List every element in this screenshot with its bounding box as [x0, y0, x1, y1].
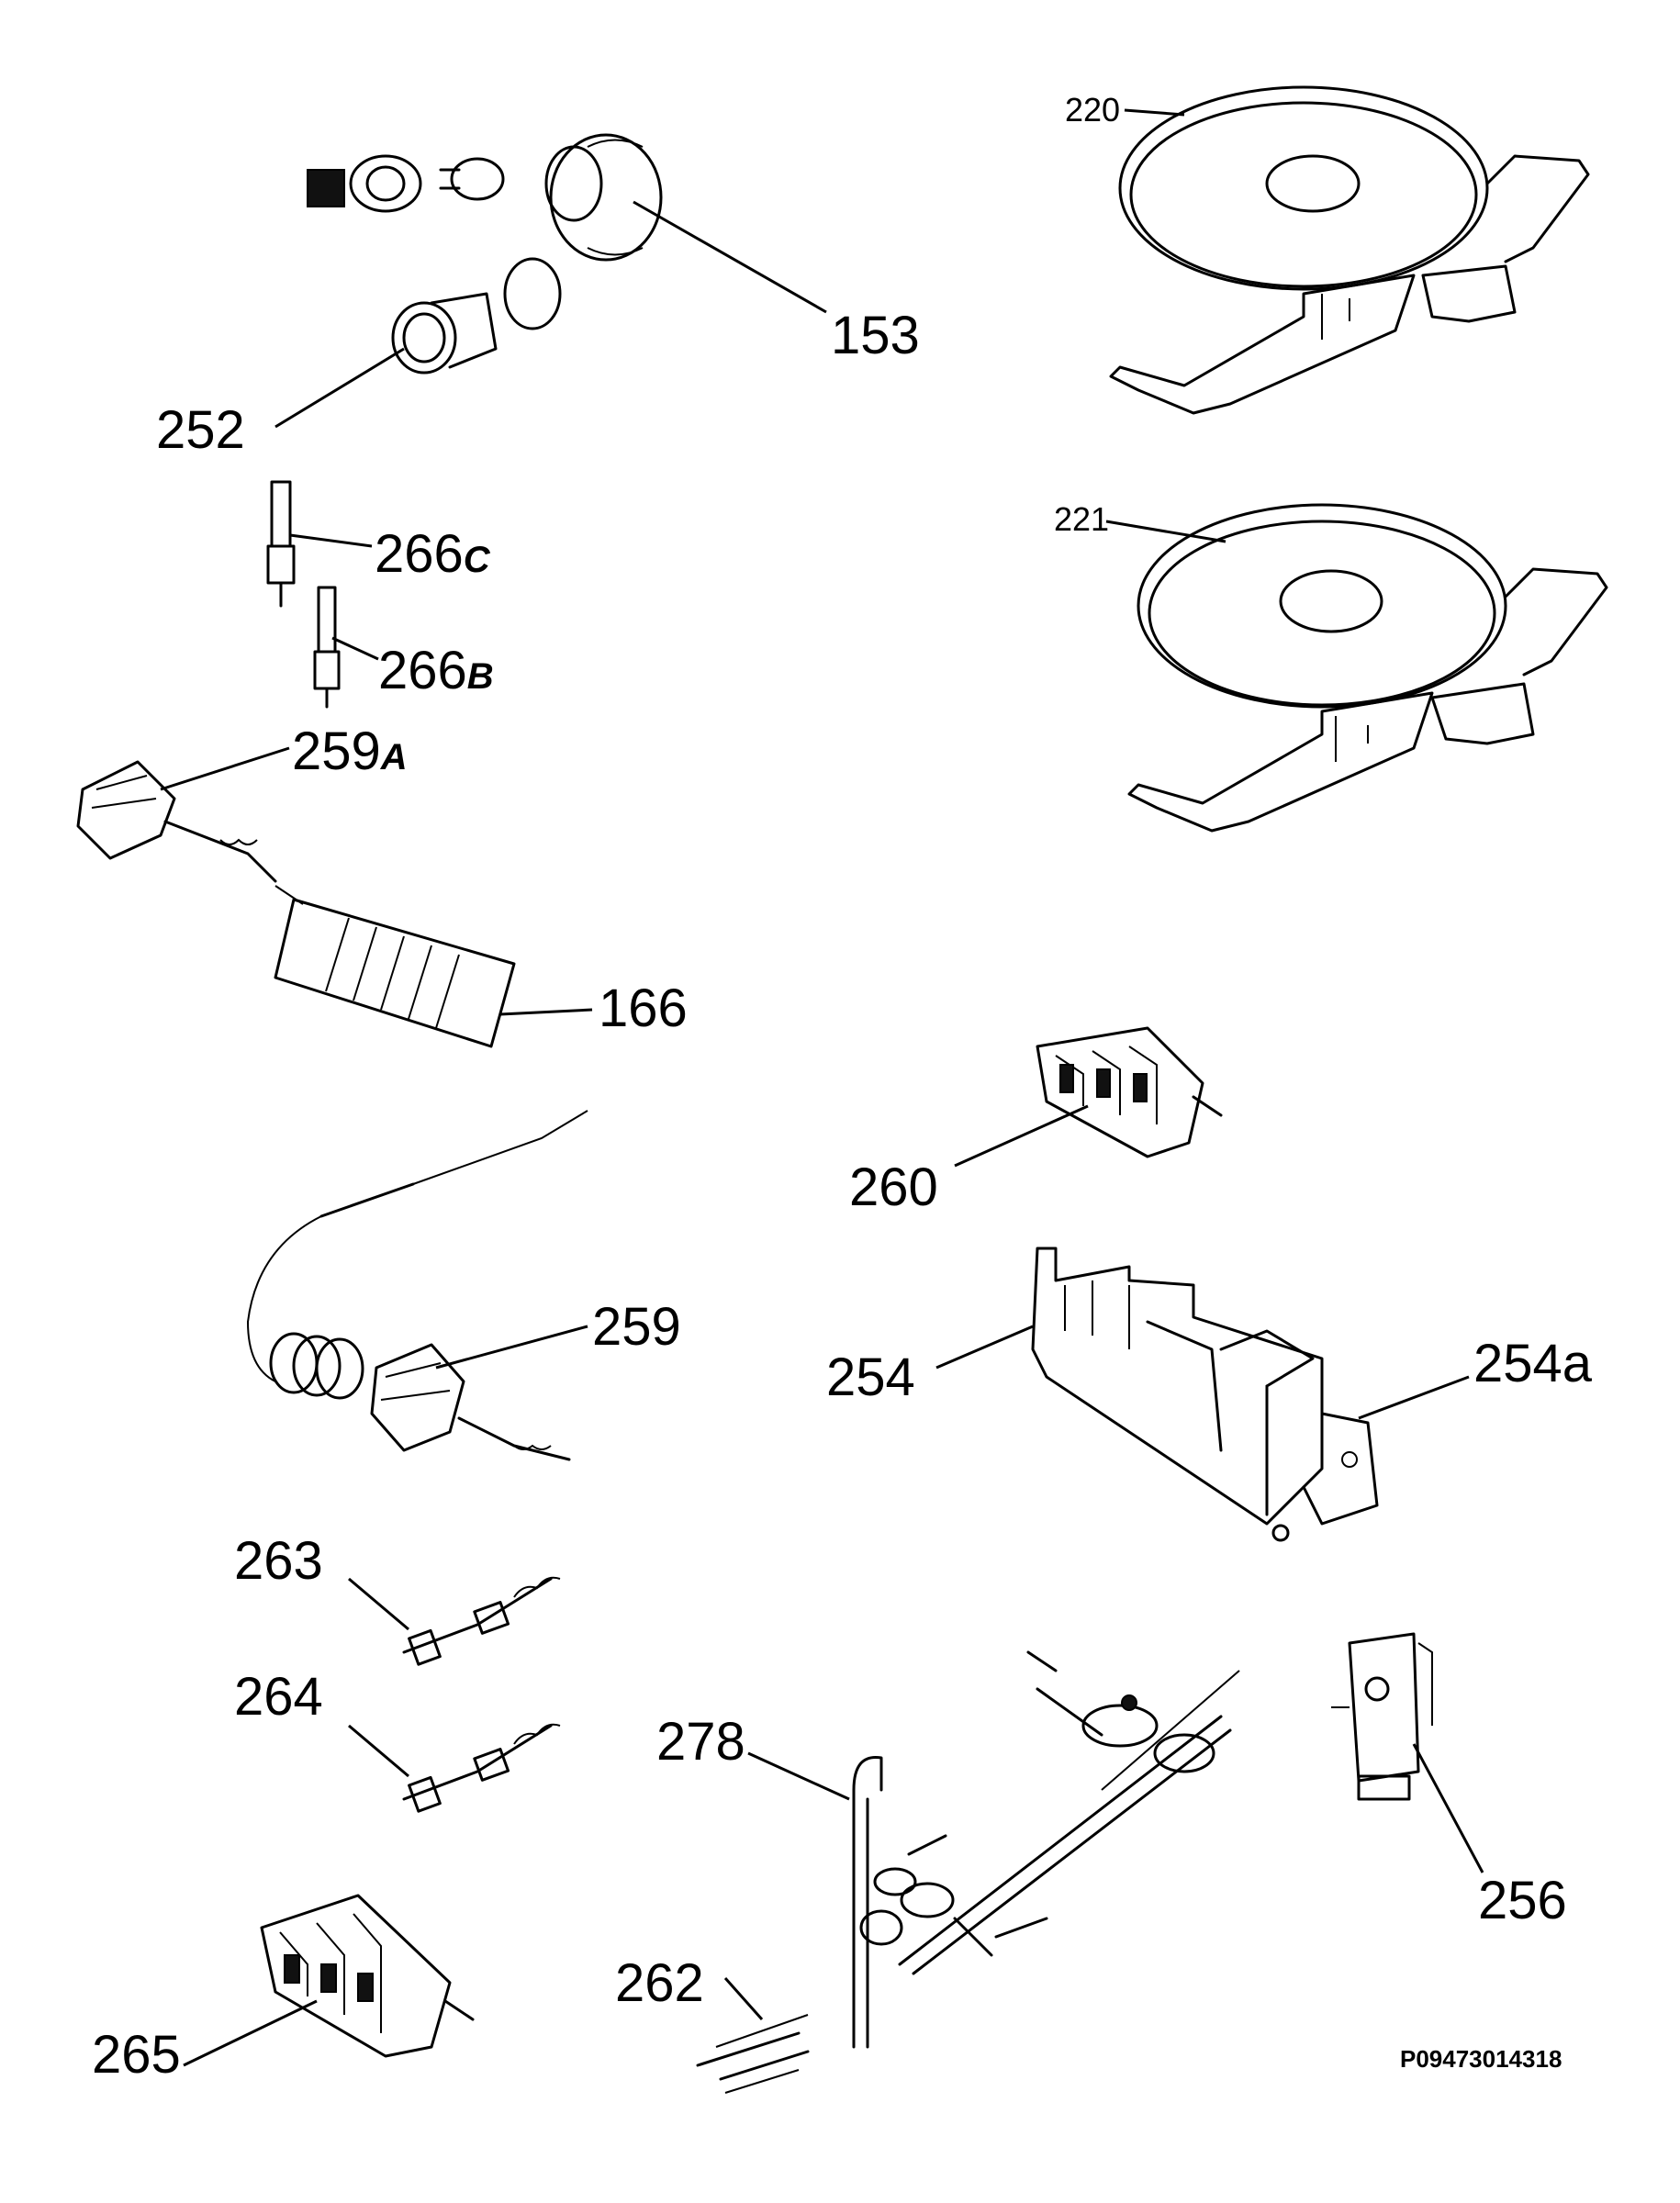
callout-220: 220	[1065, 91, 1120, 129]
part-264-connector	[402, 1723, 561, 1813]
part-266b-electrode	[313, 586, 341, 709]
part-262-burner-tube	[696, 2014, 810, 2094]
callout-265: 265	[92, 2025, 181, 2085]
callout-266c: 266C	[375, 524, 491, 584]
part-252-lamp-holder	[391, 257, 562, 375]
callout-153: 153	[831, 306, 920, 365]
callout-221: 221	[1054, 500, 1109, 538]
callout-166: 166	[599, 978, 688, 1038]
part-153-knob	[307, 133, 663, 262]
callout-259: 259	[592, 1297, 681, 1357]
callout-264: 264	[234, 1667, 323, 1727]
callout-254a: 254a	[1473, 1334, 1593, 1393]
callout-252: 252	[156, 400, 245, 460]
part-263-connector	[402, 1576, 561, 1666]
part-166-label	[274, 898, 516, 1048]
callout-262: 262	[615, 1953, 704, 2013]
part-254-ignition-unit	[1031, 1247, 1379, 1542]
part-220-hotplate	[1109, 85, 1590, 415]
callout-254: 254	[826, 1348, 915, 1407]
callout-256: 256	[1478, 1871, 1567, 1930]
part-259-thermostat	[246, 1110, 588, 1461]
callout-263: 263	[234, 1531, 323, 1591]
part-259a-thermostat	[76, 760, 304, 905]
drawing-code: P09473014318	[1400, 2045, 1562, 2073]
callout-266b: 266B	[378, 641, 494, 700]
part-265-terminal-block	[260, 1894, 475, 2058]
callout-278: 278	[656, 1712, 745, 1772]
part-260-switch	[1036, 1026, 1223, 1158]
callout-259a: 259A	[292, 721, 408, 781]
callout-260: 260	[849, 1157, 938, 1217]
part-266c-electrode	[266, 480, 296, 608]
part-278-rail-assembly	[852, 1650, 1240, 2049]
part-256-switch	[1331, 1632, 1433, 1801]
part-221-hotplate	[1127, 503, 1608, 833]
